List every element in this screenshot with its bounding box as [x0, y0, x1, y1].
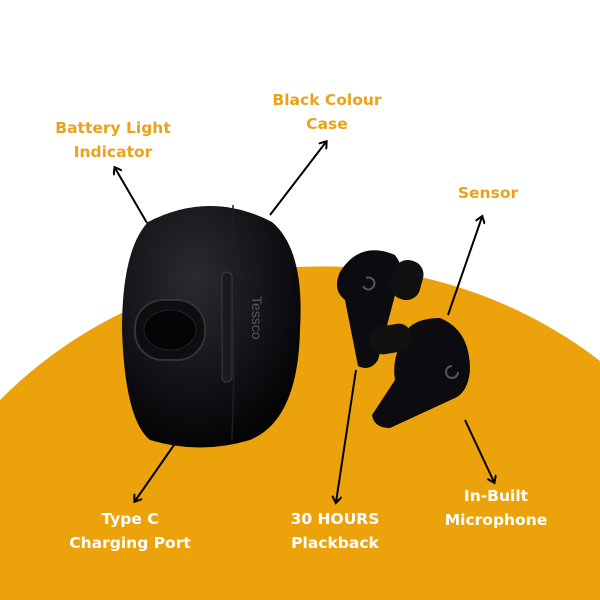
brand-logo: Tessco — [249, 296, 265, 340]
label-line: Sensor — [457, 184, 519, 202]
label-playback: 30 HOURS Plackback — [291, 507, 380, 555]
label-line: Microphone — [444, 511, 548, 529]
arrow-case — [269, 142, 326, 216]
earbud-right — [369, 318, 470, 428]
label-microphone: In-Built Microphone — [445, 484, 548, 532]
label-line: Charging Port — [69, 534, 191, 552]
arrow-microphone — [464, 419, 494, 482]
label-line: 30 HOURS — [290, 510, 380, 528]
arrow-sensor — [447, 217, 482, 316]
arrow-playback — [336, 369, 357, 502]
label-case-colour: Black Colour Case — [272, 88, 381, 136]
label-line: In-Built — [463, 487, 529, 505]
arrow-type-c — [135, 444, 175, 501]
label-line: Black Colour — [272, 91, 382, 109]
label-sensor: Sensor — [458, 181, 518, 205]
label-line: Indicator — [73, 143, 153, 161]
label-line: Battery Light — [55, 119, 171, 137]
arrow-battery-light — [115, 168, 148, 224]
label-battery-light: Battery Light Indicator — [55, 116, 170, 164]
label-line: Case — [306, 115, 348, 133]
label-line: Plackback — [291, 534, 379, 552]
label-type-c: Type C Charging Port — [69, 507, 191, 555]
earbud-left — [336, 250, 424, 368]
charging-case: Tessco — [122, 204, 301, 448]
label-line: Type C — [101, 510, 159, 528]
